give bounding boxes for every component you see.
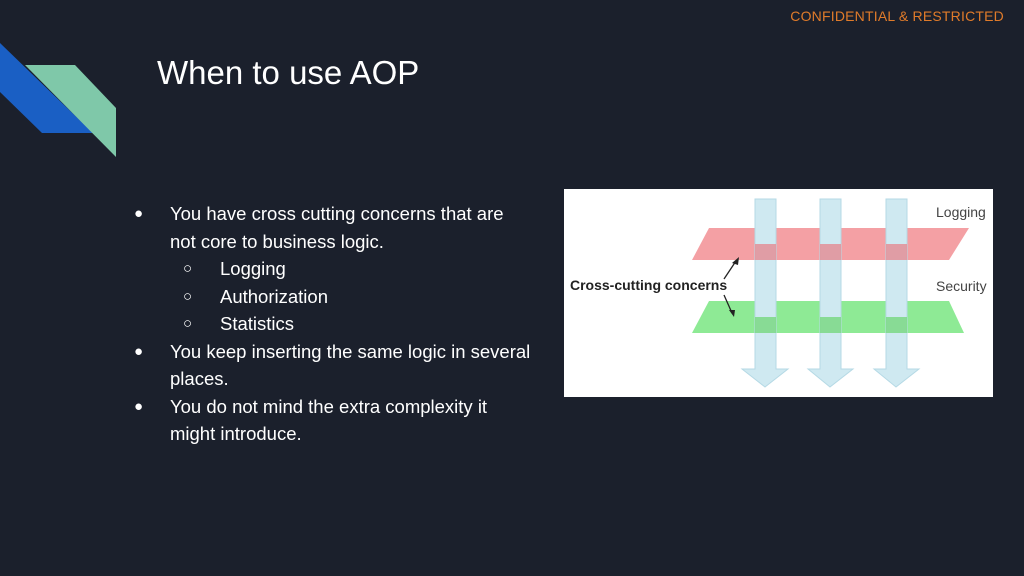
bullet-marker: ●: [134, 397, 144, 415]
column-arrow: [872, 198, 921, 388]
logging-label: Logging: [936, 204, 986, 220]
bullet-item: ● You keep inserting the same logic in s…: [134, 338, 534, 393]
security-label: Security: [936, 278, 987, 294]
accent-green-stripe: [25, 65, 116, 157]
bullet-text: You keep inserting the same logic in sev…: [170, 340, 531, 390]
logging-intersection: [820, 244, 841, 260]
column-arrow: [740, 198, 790, 388]
security-intersection: [820, 317, 841, 333]
column-arrow: [806, 198, 855, 388]
bullet-marker: ●: [134, 342, 144, 360]
pointer-arrow: [723, 294, 735, 317]
sub-bullet-text: Statistics: [220, 313, 295, 334]
sub-bullet-marker: ○: [183, 260, 193, 277]
sub-bullet-marker: ○: [183, 315, 193, 332]
sub-bullet-marker: ○: [183, 287, 193, 305]
security-intersection: [755, 317, 776, 333]
sub-bullet-item: ○ Statistics: [134, 310, 534, 338]
slide-title: When to use AOP: [157, 54, 420, 91]
bullet-text: You do not mind the extra complexity it …: [170, 395, 488, 445]
bullet-list: ● You have cross cutting concerns that a…: [134, 200, 534, 448]
decorative-accent: [0, 43, 116, 157]
bullet-marker: ●: [134, 205, 144, 222]
diagram-svg: Logging Security Cross-cutting concerns: [570, 198, 987, 388]
pointer-arrow: [723, 257, 739, 280]
bullet-item: ● You do not mind the extra complexity i…: [134, 393, 534, 448]
sub-bullet-text: Authorization: [220, 285, 328, 307]
accent-blue-stripe: [0, 43, 93, 133]
bullet-item: ● You have cross cutting concerns that a…: [134, 200, 534, 255]
confidential-badge: CONFIDENTIAL & RESTRICTED: [790, 8, 1004, 24]
logging-intersection: [886, 244, 907, 260]
security-intersection: [886, 317, 907, 333]
bullet-text: You have cross cutting concerns that are…: [170, 203, 504, 252]
sub-bullet-text: Logging: [220, 258, 286, 279]
logging-intersection: [755, 244, 776, 260]
cross-cutting-label: Cross-cutting concerns: [570, 277, 727, 293]
sub-bullet-item: ○ Authorization: [134, 283, 534, 311]
sub-bullet-item: ○ Logging: [134, 255, 534, 283]
cross-cutting-diagram: Logging Security Cross-cutting concerns: [564, 189, 993, 397]
